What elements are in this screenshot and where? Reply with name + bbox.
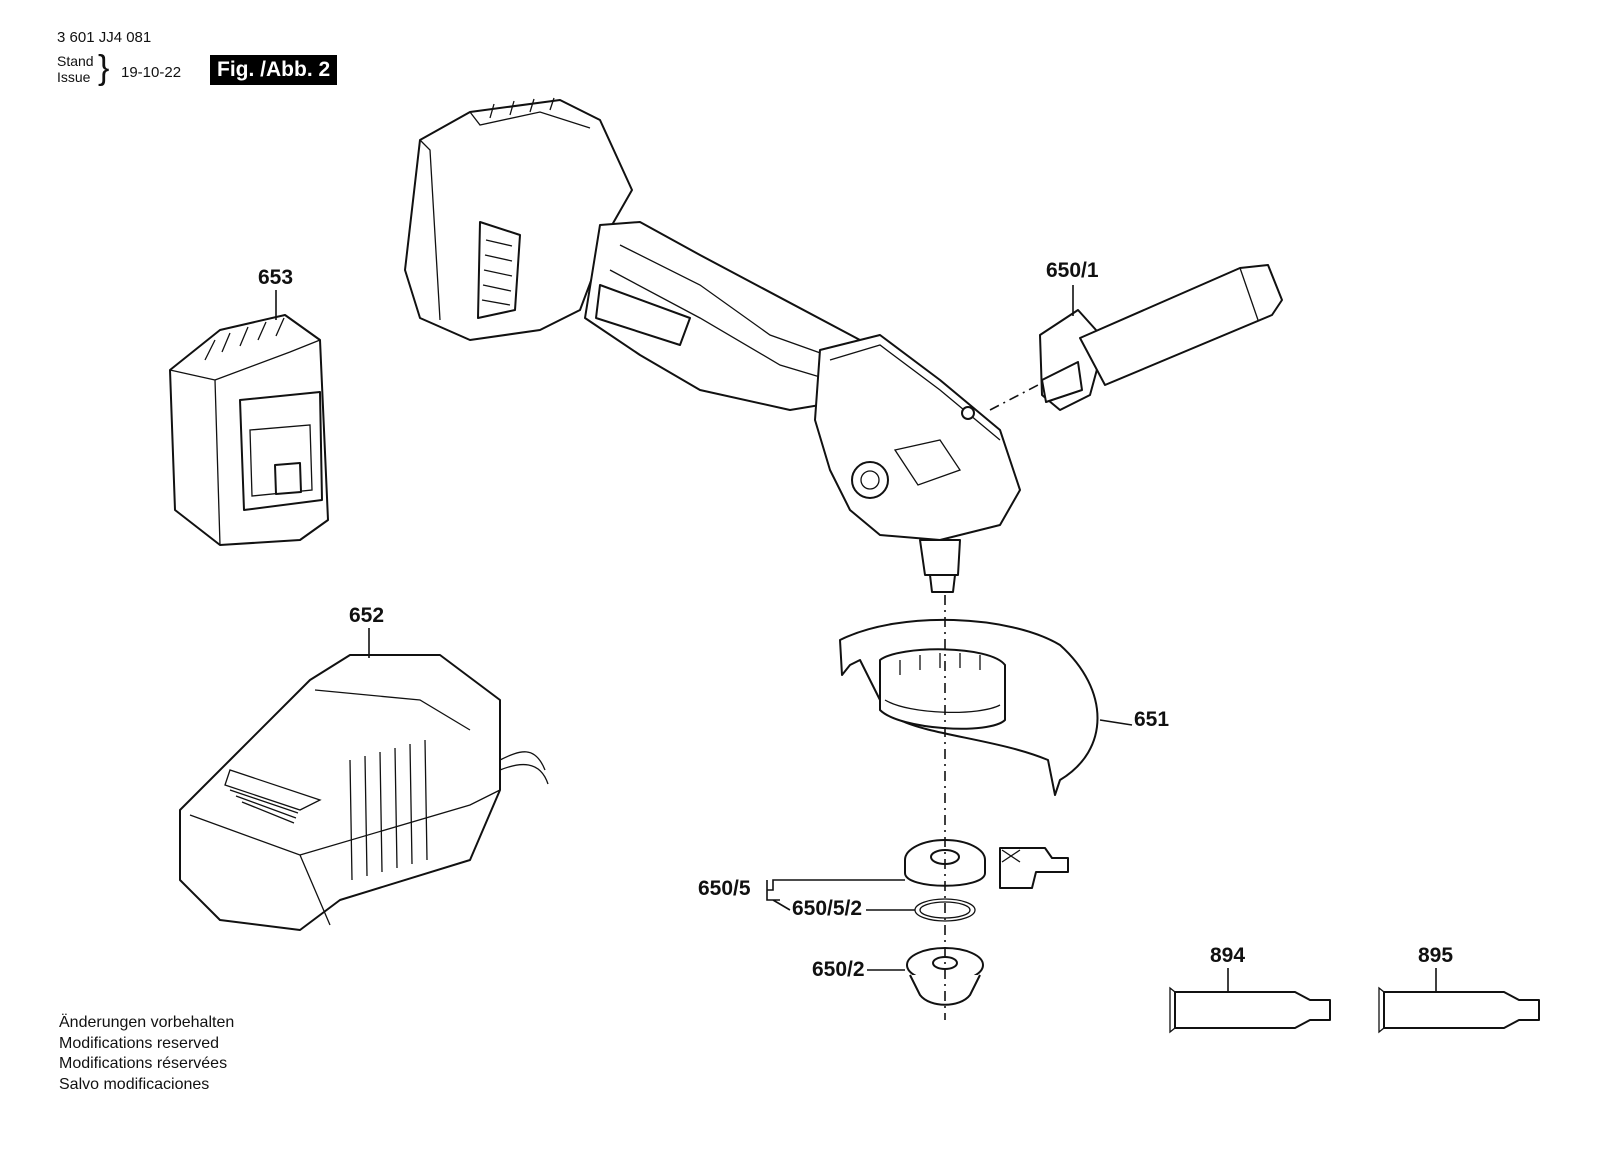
issue-date: 19-10-22 — [121, 64, 182, 81]
note-line: Änderungen vorbehalten — [59, 1014, 235, 1031]
issue-label: Issue — [57, 69, 91, 85]
stand-issue-label: Stand Issue — [57, 53, 94, 85]
note-line: Salvo modificaciones — [59, 1075, 210, 1093]
grease-tube-894-drawing — [1169, 986, 1331, 1034]
part-label-894: 894 — [1210, 944, 1246, 967]
part-label-895: 895 — [1418, 944, 1454, 967]
leader-lines — [275, 285, 1437, 992]
note-line: Modifications reserved — [59, 1034, 220, 1052]
part-label-650-5-2: 650/5/2 — [792, 897, 863, 920]
part-label-651: 651 — [1134, 708, 1170, 731]
document-number: 3 601 JJ4 081 — [57, 29, 152, 46]
part-label-650-1: 650/1 — [1046, 259, 1099, 282]
figure-label: Fig. /Abb. 2 — [210, 55, 338, 85]
wheel-guard-drawing — [839, 618, 1099, 796]
charger-drawing — [179, 654, 549, 931]
part-label-653: 653 — [258, 266, 294, 289]
battery-pack-drawing — [169, 314, 329, 546]
flange-set-drawing — [904, 839, 1069, 1006]
brace-glyph: } — [98, 49, 110, 87]
stand-label: Stand — [57, 53, 94, 69]
modification-notes: Änderungen vorbehalten Modifications res… — [59, 1013, 234, 1095]
part-label-650-5: 650/5 — [698, 877, 751, 900]
part-label-650-2: 650/2 — [812, 958, 865, 981]
note-line: Modifications réservées — [59, 1055, 228, 1072]
part-label-652: 652 — [349, 604, 385, 627]
grease-tube-895-drawing — [1378, 986, 1540, 1034]
angle-grinder-drawing — [404, 97, 1021, 593]
auxiliary-handle-drawing — [989, 264, 1283, 411]
